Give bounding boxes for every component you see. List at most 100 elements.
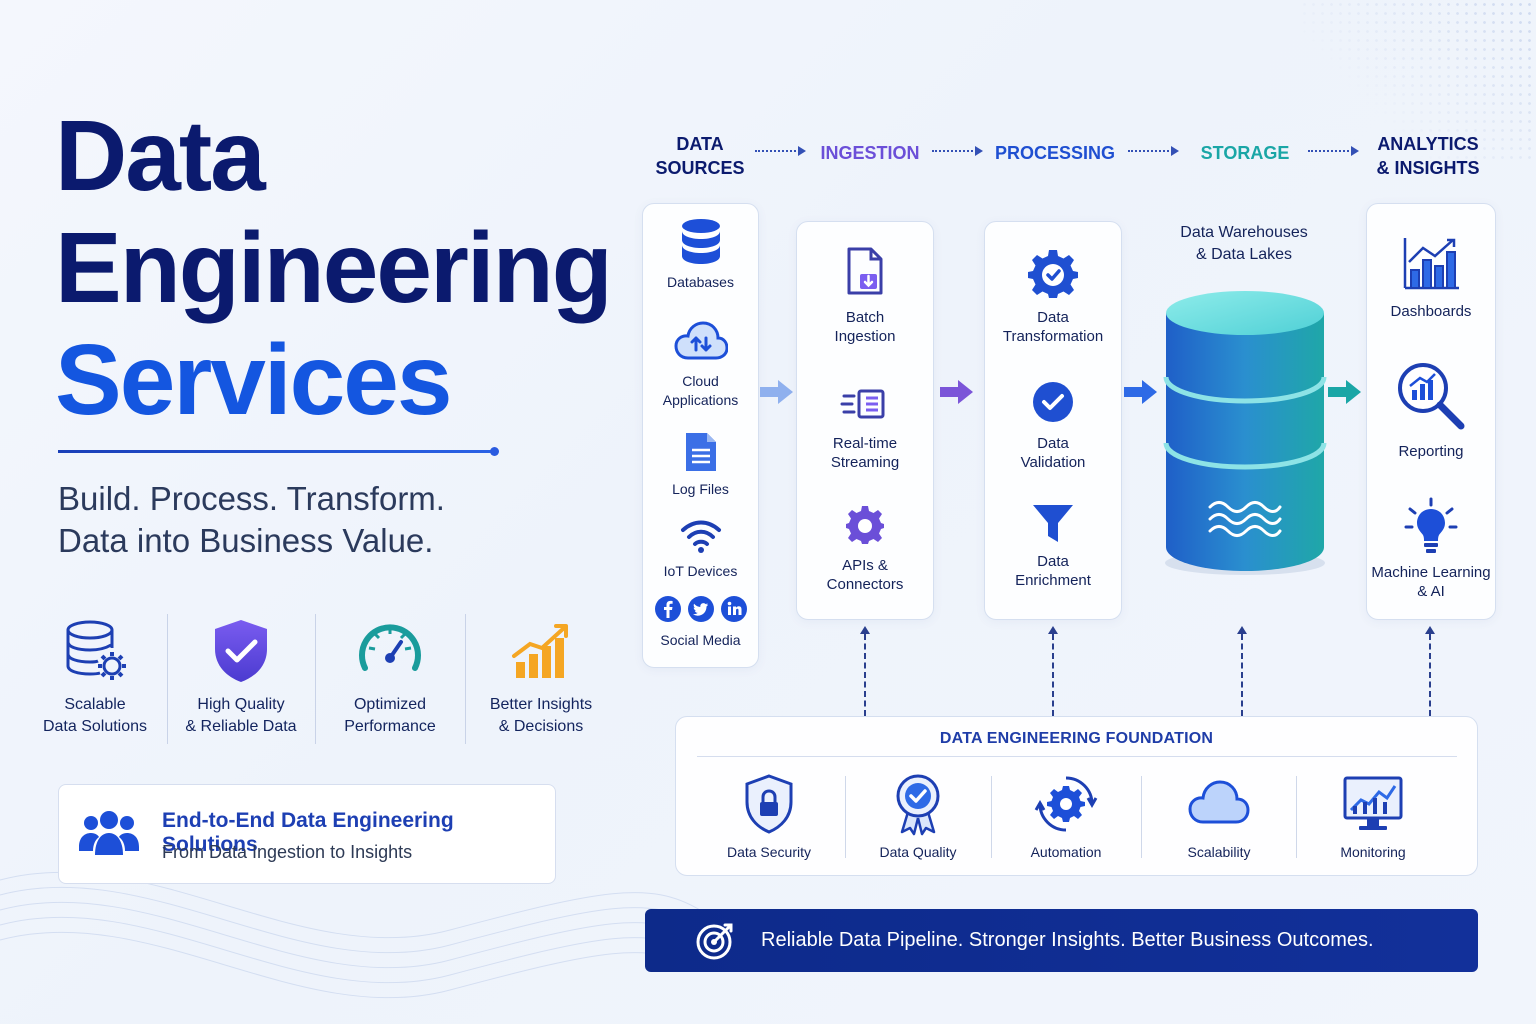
foundation-item-automation: Automation bbox=[991, 772, 1141, 860]
analytics-reporting: Reporting bbox=[1366, 360, 1496, 461]
storage-title-line2: & Data Lakes bbox=[1195, 246, 1293, 263]
storage-title-line1: Data Warehouses bbox=[1180, 224, 1308, 241]
foundation-item-divider bbox=[1141, 776, 1142, 858]
flow-arrow-header bbox=[932, 146, 983, 156]
source-databases: Databases bbox=[642, 218, 759, 292]
ingestion-apis: APIs & Connectors bbox=[796, 504, 934, 594]
ingestion-streaming: Real-time Streaming bbox=[796, 388, 934, 472]
foundation-label: Data Security bbox=[726, 844, 812, 860]
flow-arrow-right bbox=[940, 380, 973, 404]
ingestion-label-line2: Streaming bbox=[830, 454, 900, 471]
growth-chart-icon bbox=[512, 624, 568, 678]
shield-lock-icon bbox=[745, 774, 793, 834]
source-log-files: Log Files bbox=[642, 430, 759, 499]
automation-gear-icon bbox=[1034, 776, 1098, 832]
target-icon bbox=[696, 923, 733, 960]
benefit-divider bbox=[315, 614, 316, 744]
ingestion-label-line1: Real-time bbox=[832, 435, 898, 452]
foundation-item-divider bbox=[1296, 776, 1297, 858]
ingestion-batch: Batch Ingestion bbox=[796, 246, 934, 346]
analytics-label-line2: & AI bbox=[1417, 583, 1445, 600]
magnifier-chart-icon bbox=[1398, 363, 1465, 430]
hero-divider-dot bbox=[490, 447, 499, 456]
hero-title-line1: Data bbox=[55, 100, 266, 212]
ingestion-label-line2: Ingestion bbox=[834, 328, 896, 345]
team-icon bbox=[79, 811, 139, 855]
cloud-icon bbox=[1188, 780, 1250, 824]
file-import-icon bbox=[847, 247, 883, 295]
hero-title: Data Engineering Services bbox=[55, 100, 615, 436]
source-cloud-applications: Cloud Applications bbox=[642, 320, 759, 410]
ingestion-label-line1: APIs & bbox=[842, 557, 888, 574]
flow-arrow-header bbox=[1308, 146, 1359, 156]
connector-arrowhead bbox=[1425, 626, 1435, 634]
benefit-label-line1: Optimized bbox=[353, 696, 427, 713]
source-label: IoT Devices bbox=[663, 563, 738, 579]
document-icon bbox=[685, 433, 716, 471]
source-iot-devices: IoT Devices bbox=[642, 518, 759, 581]
cloud-sync-icon bbox=[673, 321, 728, 360]
facebook-icon bbox=[654, 596, 681, 622]
wifi-icon bbox=[680, 520, 721, 553]
stage-header-storage: STORAGE bbox=[1200, 143, 1290, 163]
foundation-item-divider bbox=[845, 776, 846, 858]
foundation-item-scalability: Scalability bbox=[1144, 772, 1294, 860]
benefit-insights: Better Insights & Decisions bbox=[466, 612, 616, 744]
source-label: Social Media bbox=[660, 632, 741, 648]
foundation-label: Data Quality bbox=[879, 844, 957, 860]
stage-header-line: DATA bbox=[676, 134, 724, 154]
tagline-line1: Build. Process. Transform. bbox=[58, 480, 445, 517]
storage-title: Data Warehouses & Data Lakes bbox=[1160, 222, 1328, 266]
connector-arrowhead bbox=[1048, 626, 1058, 634]
benefit-divider bbox=[167, 614, 168, 744]
benefit-scalable: Scalable Data Solutions bbox=[20, 612, 170, 744]
processing-enrichment: Data Enrichment bbox=[984, 502, 1122, 590]
data-warehouse-cylinder-icon bbox=[1163, 291, 1327, 575]
gear-icon bbox=[846, 506, 884, 544]
e2e-solutions-card: End-to-End Data Engineering Solutions Fr… bbox=[58, 784, 556, 884]
stage-header-processing: PROCESSING bbox=[994, 143, 1116, 163]
foundation-title: DATA ENGINEERING FOUNDATION bbox=[939, 730, 1214, 747]
stage-header-sources: DATA SOURCES bbox=[640, 132, 760, 180]
processing-label-line1: Data bbox=[1037, 435, 1069, 452]
source-label-line1: Cloud bbox=[682, 373, 719, 389]
foundation-item-monitoring: Monitoring bbox=[1298, 772, 1448, 860]
shield-check-icon bbox=[215, 620, 267, 682]
flow-arrow-right bbox=[760, 380, 793, 404]
bar-chart-icon bbox=[1403, 238, 1459, 290]
analytics-label: Reporting bbox=[1398, 443, 1464, 460]
benefit-label-line1: Better Insights bbox=[489, 696, 593, 713]
source-label-line2: Applications bbox=[662, 392, 739, 408]
processing-validation: Data Validation bbox=[984, 380, 1122, 472]
filter-funnel-icon bbox=[1033, 505, 1073, 542]
bottom-banner: Reliable Data Pipeline. Stronger Insight… bbox=[645, 909, 1478, 972]
quality-badge-icon bbox=[896, 774, 940, 836]
foundation-label: Automation bbox=[1030, 844, 1102, 860]
foundation-label: Scalability bbox=[1187, 844, 1251, 860]
flow-arrow-right bbox=[1124, 380, 1157, 404]
connector-arrowhead bbox=[1237, 626, 1247, 634]
banner-text: Reliable Data Pipeline. Stronger Insight… bbox=[761, 929, 1374, 951]
dot-pattern-decoration bbox=[1300, 0, 1536, 160]
ingestion-label-line2: Connectors bbox=[826, 576, 904, 593]
processing-label-line1: Data bbox=[1037, 553, 1069, 570]
foundation-label: Monitoring bbox=[1340, 844, 1406, 860]
stage-header-line: & INSIGHTS bbox=[1376, 158, 1480, 178]
connector-line bbox=[864, 634, 866, 716]
analytics-dashboards: Dashboards bbox=[1366, 234, 1496, 321]
benefit-label-line1: High Quality bbox=[197, 696, 285, 713]
benefit-quality: High Quality & Reliable Data bbox=[166, 612, 316, 744]
stage-header-analytics: ANALYTICS & INSIGHTS bbox=[1363, 132, 1493, 180]
processing-label-line2: Enrichment bbox=[1015, 572, 1091, 589]
hero-title-line2: Engineering bbox=[55, 212, 613, 324]
connector-arrowhead bbox=[860, 626, 870, 634]
gear-check-icon bbox=[1028, 250, 1078, 298]
benefit-divider bbox=[465, 614, 466, 744]
foundation-item-quality: Data Quality bbox=[843, 772, 993, 860]
benefit-performance: Optimized Performance bbox=[315, 612, 465, 744]
benefit-label-line2: & Decisions bbox=[498, 718, 584, 735]
processing-label-line2: Transformation bbox=[1002, 328, 1104, 345]
streaming-icon bbox=[840, 389, 885, 419]
processing-label-line2: Validation bbox=[1020, 454, 1086, 471]
connector-line bbox=[1241, 634, 1243, 716]
